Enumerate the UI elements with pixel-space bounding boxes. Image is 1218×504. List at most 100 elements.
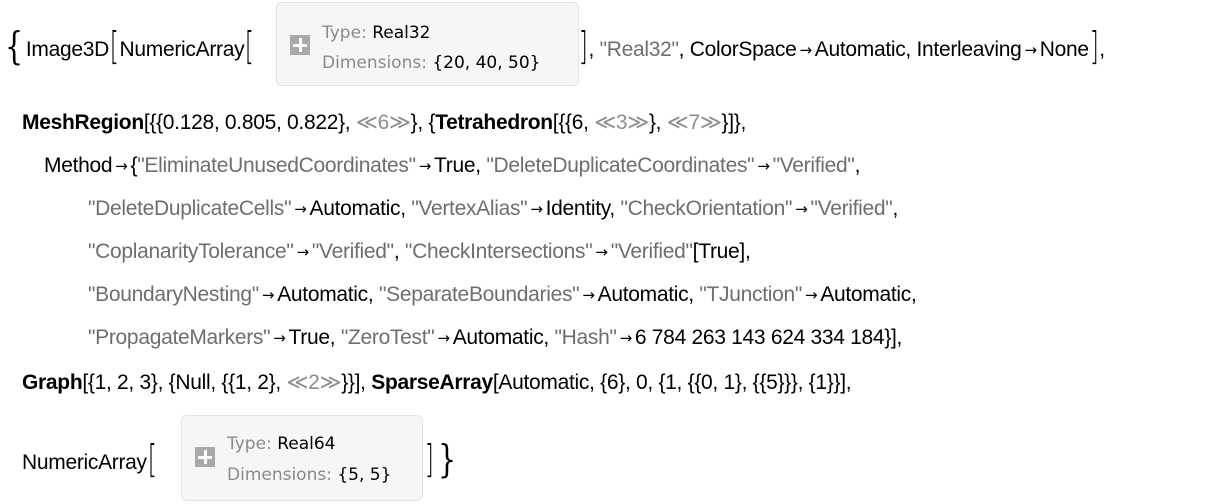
line-numericarray-2: NumericArray[ <box>22 437 157 481</box>
tetrahedron-head: Tetrahedron <box>435 111 553 134</box>
option-value: "Verified" <box>772 154 855 177</box>
option-key: "TJunction" <box>699 283 803 306</box>
numericarray-summary-box-real64: Type: Real64 Dimensions: {5, 5} <box>181 415 423 501</box>
option-value: "Verified" <box>311 240 394 263</box>
numericarray-head: NumericArray <box>119 38 245 61</box>
option-value: Identity, <box>545 197 621 220</box>
graph-args: [{1, 2, 3}, {Null, {{1, 2}, <box>82 371 287 394</box>
line-meshregion: MeshRegion[{{0.128, 0.805, 0.822}, ≪6≫},… <box>22 108 746 138</box>
comma: , <box>854 154 861 177</box>
arrow-icon: → <box>261 286 275 304</box>
option-value: Automatic, <box>309 197 412 220</box>
line-method-options-4: "BoundaryNesting"→Automatic, "SeparateBo… <box>88 280 917 310</box>
arrow-icon: → <box>115 157 128 175</box>
arrow-icon: → <box>795 200 808 218</box>
mesh-mid: }, { <box>410 111 436 134</box>
method-tail: }], <box>884 326 903 349</box>
option-key: "PropagateMarkers" <box>88 326 271 349</box>
option-value: "Verified" <box>810 197 893 220</box>
line-method-options-2: "DeleteDuplicateCells"→Automatic, "Verte… <box>88 194 898 224</box>
option-value: Automatic, <box>820 283 917 306</box>
tetra-cells: [{{6, <box>552 111 595 134</box>
cells-mid: }, <box>648 111 667 134</box>
arrow-icon: → <box>582 286 595 304</box>
type-value: Real64 <box>277 434 336 454</box>
option-key: "CheckOrientation" <box>620 197 793 220</box>
comma: , <box>1099 38 1105 61</box>
method-key: Method <box>44 154 113 177</box>
dimensions-row: Dimensions: {5, 5} <box>227 465 391 485</box>
line-image3d-options: ], "Real32", ColorSpace→Automatic, Inter… <box>578 24 1105 68</box>
plus-icon[interactable] <box>290 35 310 55</box>
elided-cells-b[interactable]: ≪7≫ <box>666 111 722 134</box>
option-value: True, <box>288 326 341 349</box>
elided-edges[interactable]: ≪2≫ <box>286 371 342 394</box>
arrow-icon: → <box>530 200 543 218</box>
interleaving-value: None <box>1039 38 1089 61</box>
option-key: "EliminateUnusedCoordinates" <box>137 154 416 177</box>
option-value: Automatic, <box>452 326 555 349</box>
mesh-coords: [{{0.128, 0.805, 0.822}, <box>143 111 356 134</box>
open-bracket: [ <box>109 24 119 68</box>
hash-value: 6 784 263 143 624 334 184 <box>634 326 885 349</box>
close-bracket: ] <box>1089 24 1099 68</box>
type-label: Type: <box>322 23 373 43</box>
option-tail: [True], <box>692 240 751 263</box>
arrow-icon: → <box>418 157 432 175</box>
open-bracket: [ <box>147 437 157 481</box>
dimensions-label: Dimensions: <box>322 53 433 73</box>
colorspace-option: , ColorSpace <box>678 38 797 61</box>
numericarray-summary-box-real32: Type: Real32 Dimensions: {20, 40, 50} <box>276 2 579 86</box>
type-label: Type: <box>227 434 278 454</box>
dimensions-row: Dimensions: {20, 40, 50} <box>322 53 541 73</box>
image3d-head: Image3D <box>25 38 110 61</box>
option-key: "CoplanarityTolerance" <box>88 240 294 263</box>
option-value: "Verified" <box>610 240 693 263</box>
plus-icon[interactable] <box>195 447 215 467</box>
string-real32: "Real32" <box>599 38 679 61</box>
colorspace-value: Automatic, Interleaving <box>814 38 1022 61</box>
option-key: "DeleteDuplicateCells" <box>88 197 292 220</box>
arrow-icon: → <box>437 329 450 347</box>
dimensions-value: {20, 40, 50} <box>432 53 541 73</box>
option-key: "BoundaryNesting" <box>88 283 259 306</box>
arrow-icon: → <box>619 329 633 347</box>
arrow-icon: → <box>296 243 310 261</box>
option-key: "CheckIntersections" <box>404 240 593 263</box>
graph-head: Graph <box>22 371 83 394</box>
comma: , <box>892 197 899 220</box>
comma: , <box>588 38 600 61</box>
outer-close-brace: } <box>437 437 456 481</box>
option-key: "SeparateBoundaries" <box>378 283 580 306</box>
graph-tail: }}], <box>341 371 372 394</box>
numericarray-head: NumericArray <box>22 451 147 474</box>
line-closing: ]} <box>424 437 458 481</box>
open-bracket: [ <box>245 24 254 68</box>
meshregion-head: MeshRegion <box>22 111 144 134</box>
sparsearray-head: SparseArray <box>371 371 493 394</box>
line-method-options-5: "PropagateMarkers"→True, "ZeroTest"→Auto… <box>88 323 902 353</box>
comma: , <box>393 240 405 263</box>
option-key: "Hash" <box>554 326 617 349</box>
line-method: Method→{"EliminateUnusedCoordinates"→Tru… <box>44 151 860 181</box>
open-brace: { <box>130 154 138 177</box>
dimensions-value: {5, 5} <box>337 465 392 485</box>
line-method-options-3: "CoplanarityTolerance"→"Verified", "Chec… <box>88 237 751 267</box>
arrow-icon: → <box>294 200 307 218</box>
line-image3d: {Image3D[NumericArray[ <box>2 24 255 68</box>
option-key: "VertexAlias" <box>411 197 528 220</box>
dimensions-label: Dimensions: <box>227 465 338 485</box>
line-graph-sparsearray: Graph[{1, 2, 3}, {Null, {{1, 2}, ≪2≫}}],… <box>22 368 852 398</box>
option-value: Automatic, <box>277 283 379 306</box>
arrow-icon: → <box>757 157 770 175</box>
sparsearray-args: [Automatic, {6}, 0, {1, {{0, 1}, {{5}}},… <box>492 371 852 394</box>
type-row: Type: Real64 <box>227 434 335 454</box>
type-value: Real32 <box>372 23 431 43</box>
option-value: Automatic, <box>597 283 700 306</box>
arrow-icon: → <box>273 329 286 347</box>
elided-cells-a[interactable]: ≪3≫ <box>594 111 649 134</box>
elided-coords[interactable]: ≪6≫ <box>355 111 411 134</box>
arrow-icon: → <box>805 286 818 304</box>
arrow-icon: → <box>595 243 608 261</box>
outer-open-brace: { <box>4 24 23 68</box>
